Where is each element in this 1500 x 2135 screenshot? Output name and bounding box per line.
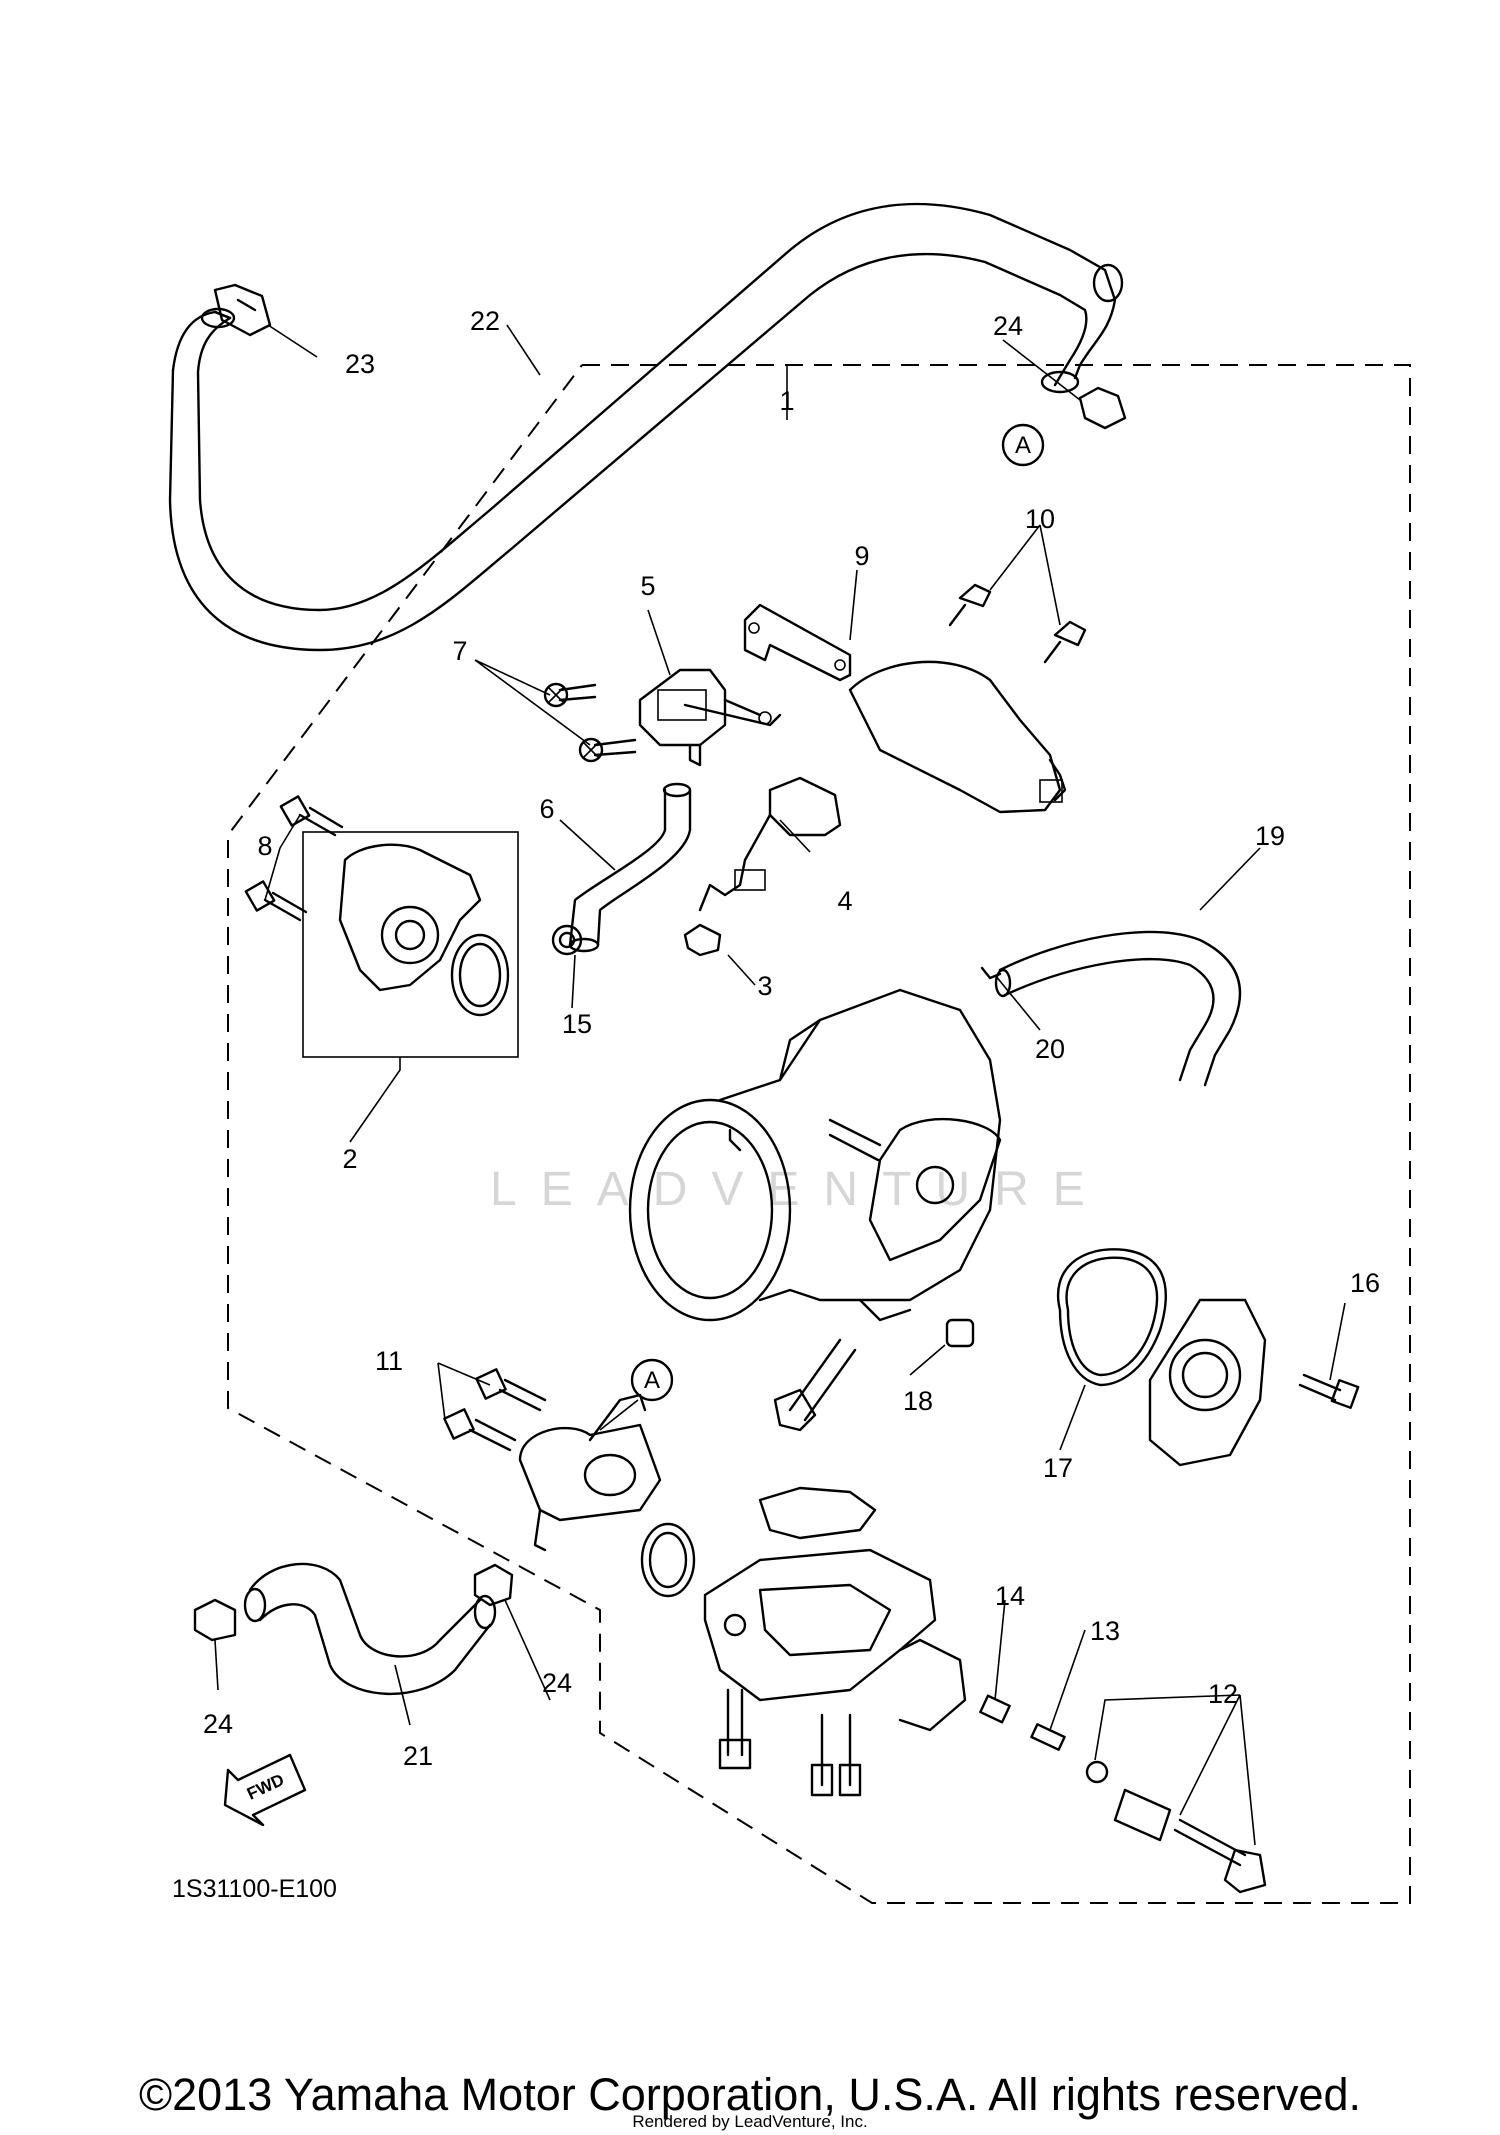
callout-13: 13 xyxy=(1090,1616,1120,1646)
spring-14 xyxy=(979,1694,1011,1724)
hose-19 xyxy=(994,930,1242,1087)
reference-marker-a-lower: A xyxy=(630,1358,674,1402)
idle-valve-9 xyxy=(848,660,1067,814)
hose-6 xyxy=(568,782,692,953)
callout-16: 16 xyxy=(1350,1268,1380,1298)
fwd-arrow: FWD xyxy=(223,1753,307,1827)
callout-24-right: 24 xyxy=(542,1668,572,1698)
clip-23 xyxy=(213,283,272,337)
callout-2: 2 xyxy=(342,1144,357,1174)
clip-20 xyxy=(980,966,1002,980)
callout-11: 11 xyxy=(375,1346,403,1376)
callout-19: 19 xyxy=(1255,821,1285,851)
screw-assembly-12 xyxy=(1085,1760,1267,1894)
outlet-assembly-11 xyxy=(443,1368,662,1552)
throttle-body xyxy=(628,988,1002,1322)
callout-4: 4 xyxy=(837,886,852,916)
clip-24-left xyxy=(193,1598,237,1642)
clip-24-right xyxy=(473,1563,514,1607)
leader-lines xyxy=(214,324,1346,1846)
callouts: 1 2 3 4 5 6 7 8 9 10 11 12 13 14 15 16 1… xyxy=(203,306,1380,1771)
watermark: LEADVENTURE xyxy=(490,1163,1109,1216)
callout-18: 18 xyxy=(903,1386,933,1416)
sensor-5 xyxy=(638,668,772,767)
seal-3 xyxy=(683,923,722,957)
bolt-center xyxy=(773,1338,857,1432)
callout-20: 20 xyxy=(1035,1034,1065,1064)
cap-18 xyxy=(945,1318,975,1348)
clip-24-top xyxy=(1078,386,1127,430)
reference-marker-a-top: A xyxy=(1001,423,1045,467)
injector-4 xyxy=(698,776,842,912)
callout-8: 8 xyxy=(257,831,272,861)
callout-9: 9 xyxy=(854,541,869,571)
svg-text:A: A xyxy=(644,1367,660,1394)
callout-10: 10 xyxy=(1025,504,1055,534)
screws-10 xyxy=(948,583,1087,664)
assembly-boundary xyxy=(227,364,1411,1904)
hose-21 xyxy=(243,1562,497,1696)
callout-7: 7 xyxy=(452,636,467,666)
callout-5: 5 xyxy=(640,571,655,601)
callout-1: 1 xyxy=(779,386,794,416)
nut-15 xyxy=(551,924,583,956)
callout-3: 3 xyxy=(757,971,772,1001)
gasket-17 xyxy=(1057,1248,1167,1387)
rendered-by-credit: Rendered by LeadVenture, Inc. xyxy=(632,2112,868,2131)
callout-24-left: 24 xyxy=(203,1709,233,1739)
screws-8 xyxy=(244,795,344,922)
pin-13 xyxy=(1030,1723,1066,1751)
callout-24-top: 24 xyxy=(993,311,1023,341)
callout-23: 23 xyxy=(345,349,375,379)
sensor-assembly-2 xyxy=(302,831,519,1058)
copyright-notice: ©2013 Yamaha Motor Corporation, U.S.A. A… xyxy=(138,2069,1362,2120)
o-ring-lower xyxy=(640,1522,696,1598)
callout-17: 17 xyxy=(1043,1453,1073,1483)
callout-14: 14 xyxy=(995,1581,1025,1611)
lower-manifold xyxy=(703,1486,967,1797)
callout-15: 15 xyxy=(562,1009,592,1039)
callout-12: 12 xyxy=(1208,1679,1238,1709)
screws-7 xyxy=(543,682,637,763)
cover-16 xyxy=(1148,1298,1360,1467)
bracket-9 xyxy=(683,603,852,727)
callout-21: 21 xyxy=(403,1741,433,1771)
o-ring-lower-inner xyxy=(648,1531,688,1589)
callout-22: 22 xyxy=(470,306,500,336)
hose-22 xyxy=(168,202,1124,652)
diagram-code: 1S31100-E100 xyxy=(172,1875,337,1903)
svg-text:A: A xyxy=(1015,432,1031,459)
callout-6: 6 xyxy=(539,794,554,824)
